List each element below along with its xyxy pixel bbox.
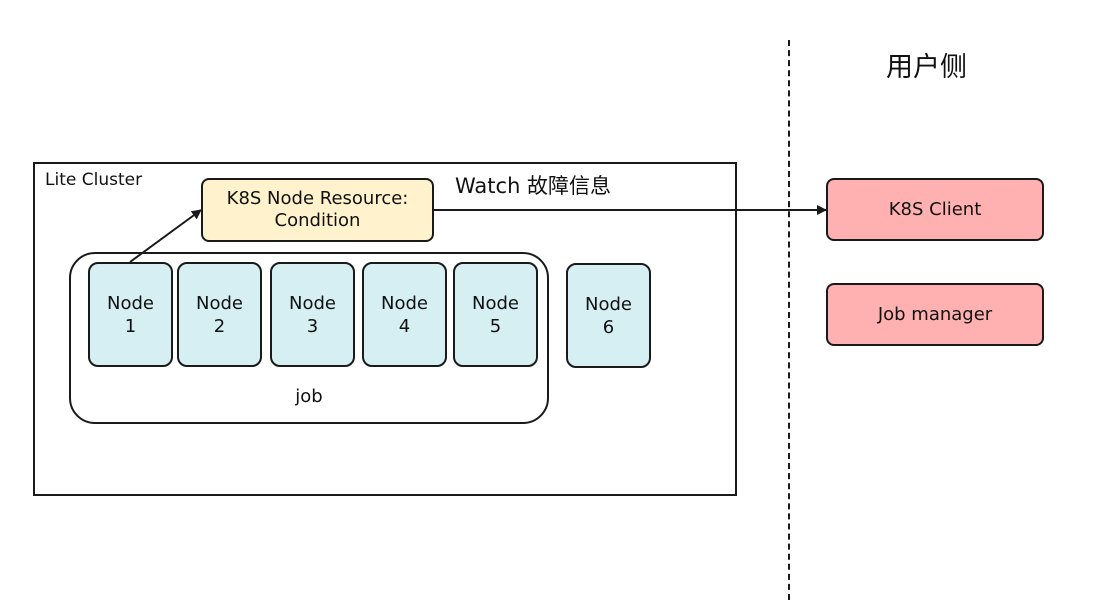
node-3: Node 3 <box>270 262 355 367</box>
k8s-node-resource-box: K8S Node Resource: Condition <box>201 178 434 242</box>
user-side-title: 用户侧 <box>886 52 967 83</box>
lite-cluster-frame <box>33 162 737 496</box>
job-label: job <box>295 386 323 407</box>
user-side-divider <box>788 40 790 600</box>
job-manager-box: Job manager <box>826 283 1044 346</box>
node-2: Node 2 <box>177 262 262 367</box>
job-group <box>69 252 549 424</box>
node-4: Node 4 <box>362 262 447 367</box>
k8s-client-box: K8S Client <box>826 178 1044 241</box>
node-6: Node 6 <box>566 263 651 368</box>
lite-cluster-label: Lite Cluster <box>45 170 143 190</box>
node-1: Node 1 <box>88 262 173 367</box>
watch-fault-info-label: Watch 故障信息 <box>455 174 612 198</box>
node-5: Node 5 <box>453 262 538 367</box>
